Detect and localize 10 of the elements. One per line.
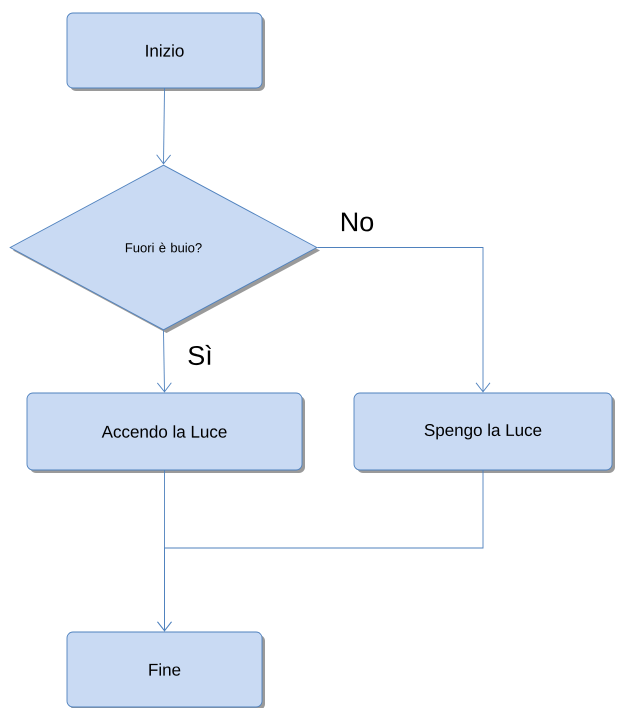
arrow [156,330,172,393]
arrow [157,470,484,632]
arrow [156,88,172,165]
edge-label: No [338,212,376,232]
process-box: Accendo la Luce [26,392,302,470]
edge-label: Sì [186,344,214,366]
terminal-box: Inizio [66,12,262,88]
arrow [317,247,490,393]
process-box: Spengo la Luce [354,392,612,470]
terminal-box: Fine [66,632,262,708]
